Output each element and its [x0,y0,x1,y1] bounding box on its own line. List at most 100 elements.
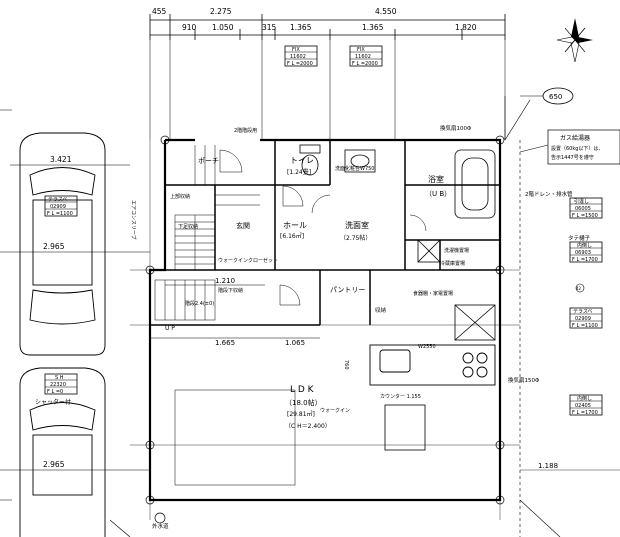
svg-text:F L =2000: F L =2000 [287,61,313,67]
svg-text:テラスベ: テラスベ [48,197,68,203]
svg-text:42: 42 [576,286,582,291]
compass-icon [556,18,593,63]
svg-text:02909: 02909 [575,316,591,322]
svg-text:F L =1700: F L =1700 [572,257,598,263]
hall-area: [6.16㎡] [280,232,304,240]
senmen-label: 洗面室 [345,220,369,230]
dim-1210: 1.210 [215,277,235,285]
door-swings [219,149,427,306]
dims-mid: 1.210 1.665 1.065 1.188 [150,277,558,470]
svg-text:F L =0: F L =0 [47,389,63,395]
svg-text:F L =1100: F L =1100 [572,323,598,329]
svg-text:FIX: FIX [292,47,300,53]
dim-4550: 4.550 [375,7,397,16]
fridge-area [454,304,496,341]
window-tag-fix-2: FIX 11602 F L =2000 [349,45,383,67]
storage-label: 収納 [375,306,387,314]
dim-1188: 1.188 [538,462,558,470]
dining-table [174,389,426,486]
svg-text:ウォークイン: ウォークイン [320,407,350,414]
drain-label: 2階ドレン・排水管 [525,190,573,198]
svg-text:告示1447号を遵守: 告示1447号を遵守 [551,154,594,161]
pantry-label: パントリー [330,286,365,294]
ldk-label: L D K [290,385,315,395]
ldk-ch: （C H＝2.400） [285,423,331,430]
svg-text:02909: 02909 [50,204,66,210]
up-label: U P [165,325,175,332]
dim-2965b: 2.965 [43,460,65,469]
svg-text:11602: 11602 [290,54,306,60]
dim-910: 910 [182,23,197,32]
column-markers [145,135,505,524]
svg-text:FIX: FIX [357,47,365,53]
svg-text:階段下収納: 階段下収納 [218,287,243,294]
dim-1365b: 1.365 [362,23,384,32]
ldk-area2: [29.81㎡] [287,410,315,418]
svg-text:内倒し: 内倒し [577,242,592,249]
hall-label: ホール [283,221,307,230]
dimension-lines-top [149,14,506,140]
svg-text:W2550: W2550 [418,344,436,350]
svg-text:ガス給湯器: ガス給湯器 [560,134,590,142]
dims-left: 3.421 2.965 2.965 [0,155,150,471]
svg-text:外水道: 外水道 [152,522,169,530]
parking-car-lower [19,367,106,537]
svg-text:F L =1100: F L =1100 [47,211,73,217]
kitchen-island [369,344,496,386]
dim-1065: 1.065 [285,339,305,347]
svg-text:11602: 11602 [355,54,371,60]
toilet-area: [1.24畳] [287,169,311,176]
svg-text:換気扇150Φ: 換気扇150Φ [508,376,540,384]
window-tag-right-3: テラスベ 02909 F L =1100 [569,307,603,329]
dimension-text-top: 455 2.275 4.550 910 1.050 315 1.365 1.36… [152,7,477,32]
gas-heater-note: ガス給湯器 設置（60kg以下）は、 告示1447号を遵守 [519,129,620,165]
svg-text:テラスベ: テラスベ [573,309,593,315]
svg-text:22320: 22320 [50,382,66,388]
interior-walls [150,140,500,326]
svg-text:F L =1700: F L =1700 [572,410,598,416]
dim-1665: 1.665 [215,339,235,347]
genkan-label: 玄関 [236,221,250,230]
svg-text:カウンター 1.155: カウンター 1.155 [380,393,421,400]
washing-machine-area [417,239,441,263]
bath-sub: （U B） [425,190,451,198]
staircase [154,145,260,321]
grid-marks-right: 42 [575,283,585,293]
svg-text:下足収納: 下足収納 [178,223,198,230]
svg-text:上部収納: 上部収納 [170,193,190,200]
window-tag-right-2: 内倒し 06903 F L =1700 [569,241,603,263]
svg-text:設置（60kg以下）は、: 設置（60kg以下）は、 [551,145,603,152]
svg-text:エアコンスリーブ: エアコンスリーブ [130,200,137,240]
svg-text:階段2.4(±0): 階段2.4(±0) [185,300,214,307]
svg-text:食器棚・家電置場: 食器棚・家電置場 [413,290,453,297]
dim-315: 315 [262,23,277,32]
dim-2965a: 2.965 [43,242,65,251]
ldk-area: （18.0帖） [285,398,322,407]
bathtub [454,149,496,219]
svg-text:2階階段用: 2階階段用 [234,127,257,134]
window-tag-right-4: 内倒し 02405 F L =1700 [569,394,603,416]
dim-455: 455 [152,7,167,16]
svg-text:F L =1500: F L =1500 [572,213,598,219]
svg-text:内倒し: 内倒し [577,395,592,402]
dim-3421: 3.421 [50,155,72,164]
window-tag-left-1: テラスベ 02909 F L =1100 [44,195,78,217]
washbasin [344,149,376,173]
svg-text:650: 650 [549,93,562,101]
toilet-label: トイレ [290,156,314,165]
svg-text:冷蔵庫置場: 冷蔵庫置場 [440,260,465,267]
window-tag-left-2: S H 22320 F L =0 [44,373,78,395]
dim-1365a: 1.365 [290,23,312,32]
porch-label: ポーチ [198,157,219,165]
plan-annotations: 食器棚・家電置場 洗濯機置場 洗面化粧台W750 階段下収納 階段2.4(±0)… [130,127,540,530]
dim-1820: 1.820 [455,23,477,32]
svg-text:引違し: 引違し [574,198,589,205]
svg-text:760: 760 [343,360,349,370]
svg-text:06005: 06005 [575,206,591,212]
parking-car-upper [19,132,106,356]
bath-label: 浴室 [428,174,444,184]
svg-text:06903: 06903 [575,250,591,256]
svg-text:02405: 02405 [575,403,591,409]
site-boundary [109,140,561,537]
